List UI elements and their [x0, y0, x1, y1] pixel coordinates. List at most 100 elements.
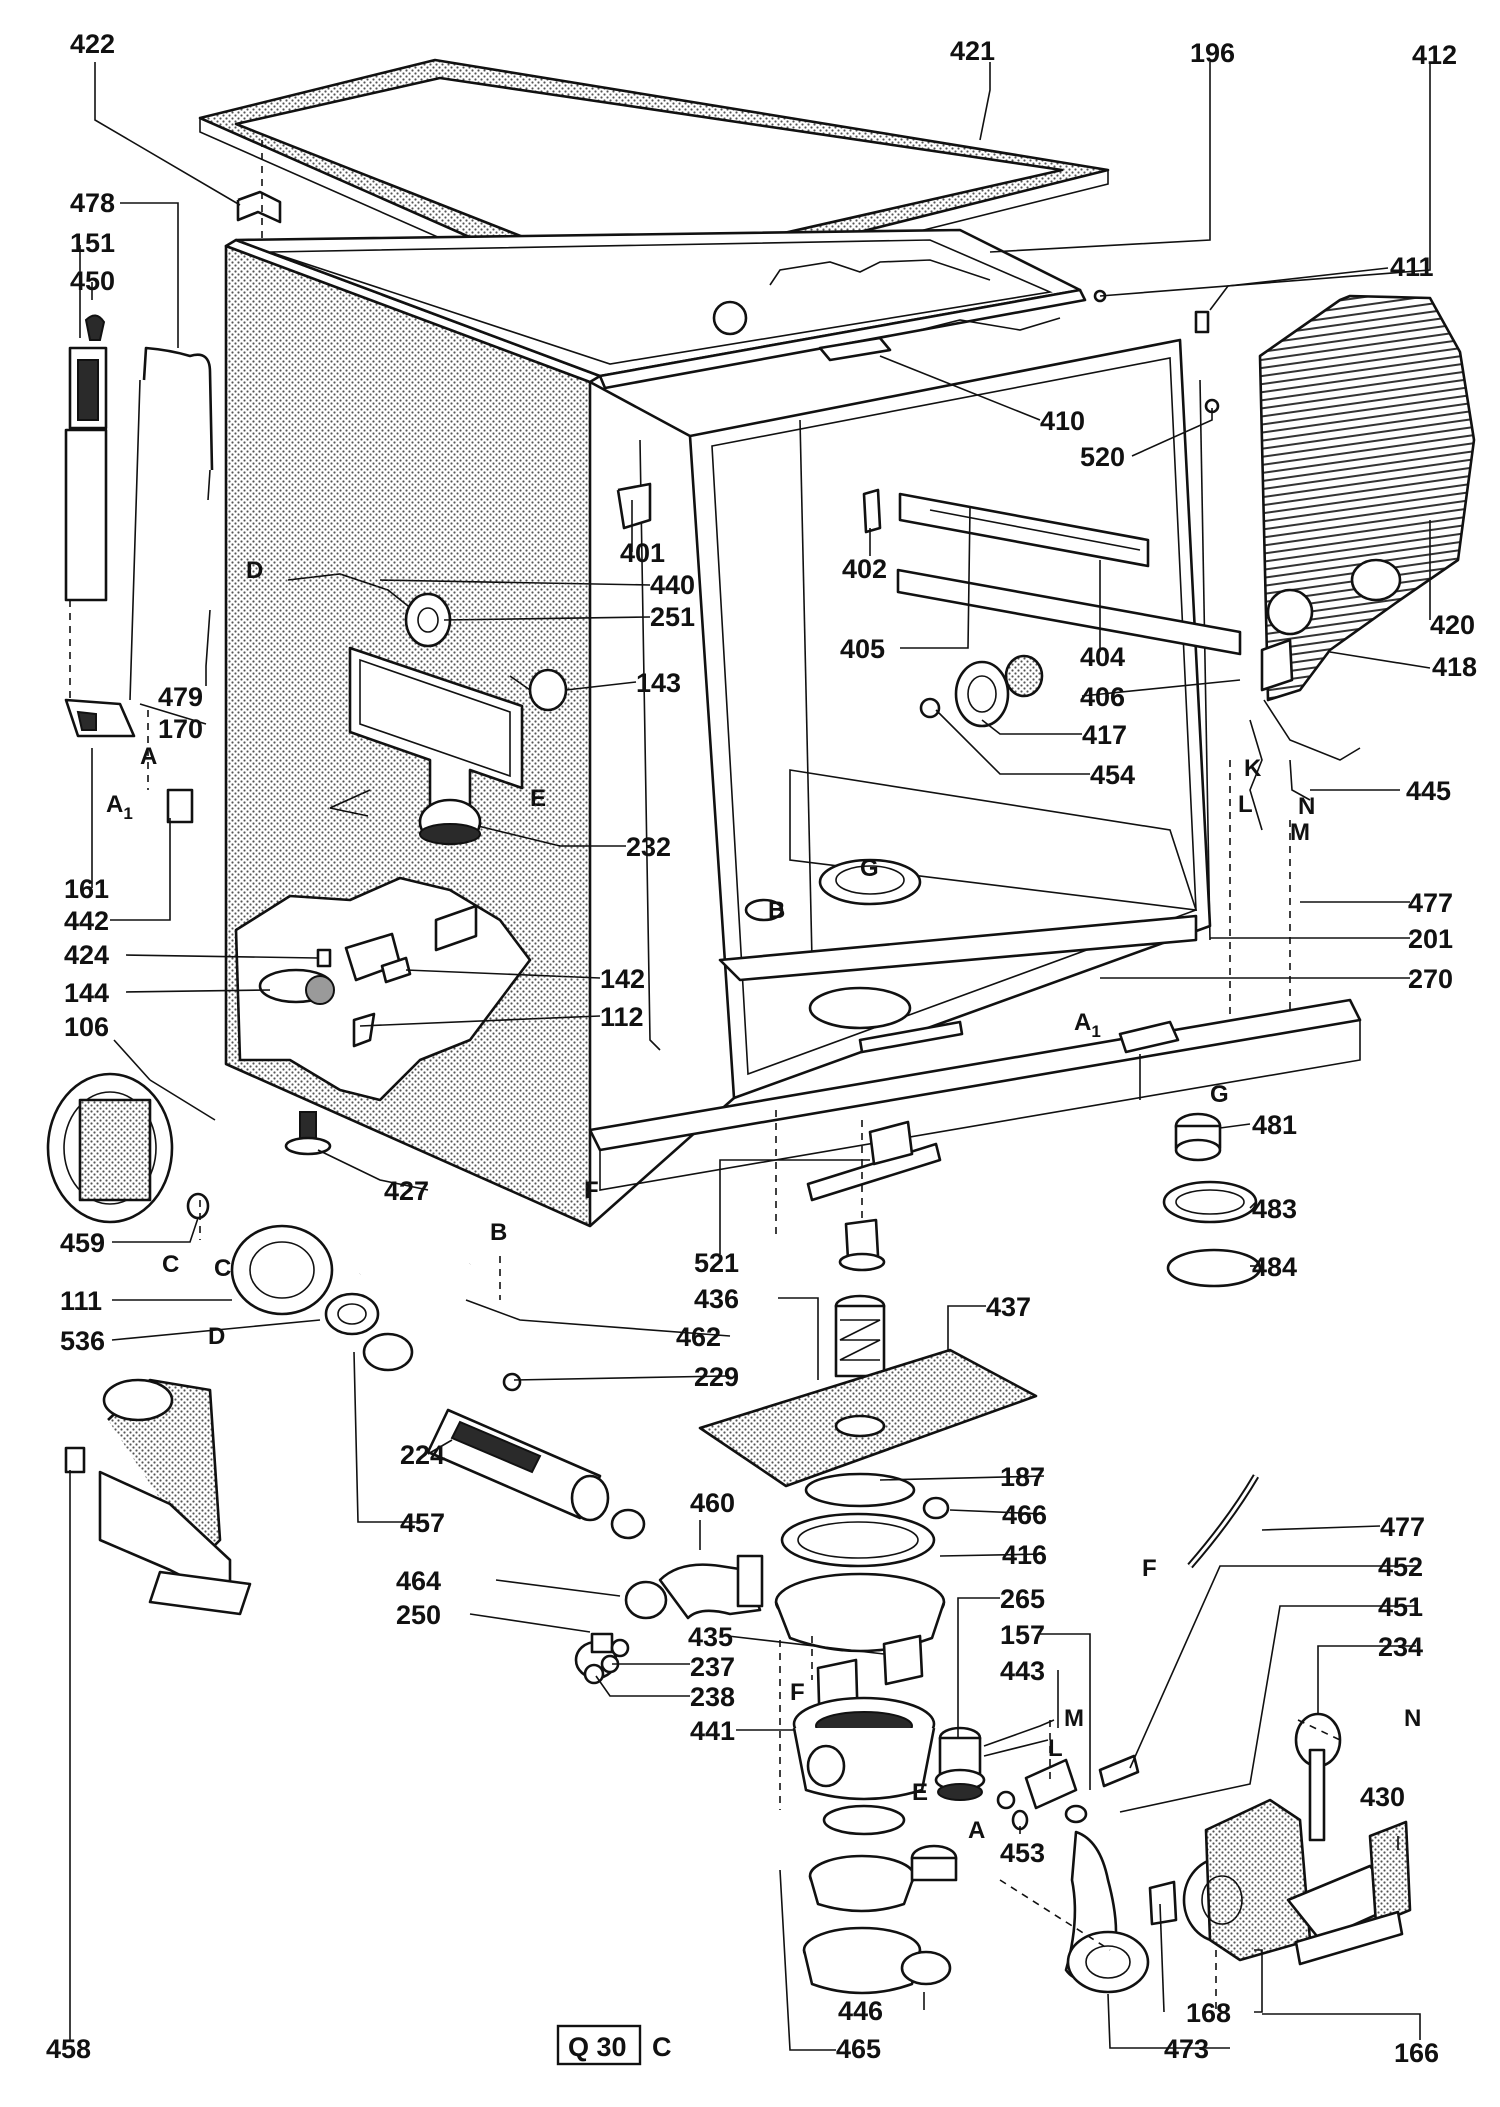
- cabinet-side-panel: [224, 238, 602, 1228]
- upper-rail: [862, 488, 1242, 656]
- letter-E-switch: E: [912, 1779, 928, 1806]
- callout-450: 450: [70, 266, 115, 296]
- callout-421: 421: [950, 36, 995, 66]
- callout-483: 483: [1252, 1194, 1297, 1224]
- callout-401: 401: [620, 538, 665, 568]
- connection-letters: D E A A1 B G K N M L C F A1 B C D G F M …: [106, 557, 1421, 1844]
- callout-402: 402: [842, 554, 887, 584]
- sump-rings: [774, 1472, 950, 1653]
- letter-L: L: [1238, 791, 1253, 818]
- callout-445: 445: [1406, 776, 1451, 806]
- callout-473: 473: [1164, 2034, 1209, 2064]
- callout-477a: 477: [1408, 888, 1453, 918]
- drain-pump: [1064, 1798, 1312, 1994]
- callout-436: 436: [694, 1284, 739, 1314]
- callout-441: 441: [690, 1716, 735, 1746]
- callout-462: 462: [676, 1322, 721, 1352]
- letter-L-switch: L: [1048, 1735, 1063, 1762]
- letter-F-sump: F: [790, 1679, 805, 1706]
- callout-446: 446: [838, 1996, 883, 2026]
- callout-459: 459: [60, 1228, 105, 1258]
- letter-C: C: [162, 1251, 179, 1278]
- catalogue-code: Q 30 C: [556, 2024, 672, 2066]
- callout-466: 466: [1002, 1500, 1047, 1530]
- callout-417: 417: [1082, 720, 1127, 750]
- callout-411: 411: [1390, 252, 1434, 282]
- callout-481: 481: [1252, 1110, 1297, 1140]
- callout-232: 232: [626, 832, 671, 862]
- callout-112: 112: [600, 1002, 644, 1032]
- letter-A-switch: A: [968, 1817, 985, 1844]
- letter-K: K: [1244, 755, 1262, 782]
- drain-parts: [802, 1844, 958, 1995]
- filter-disc-417: [919, 654, 1044, 728]
- callout-143: 143: [636, 668, 681, 698]
- callout-166: 166: [1394, 2038, 1439, 2068]
- letter-F: F: [584, 1177, 599, 1204]
- callout-454: 454: [1090, 760, 1135, 790]
- callout-250: 250: [396, 1600, 441, 1630]
- letter-F-hose: F: [1142, 1555, 1157, 1582]
- assembly-guide-lines: [69, 140, 1341, 2010]
- callout-416: 416: [1002, 1540, 1047, 1570]
- callout-435: 435: [688, 1622, 733, 1652]
- catalogue-code-label: Q 30: [568, 2032, 627, 2062]
- callout-440: 440: [650, 570, 695, 600]
- callout-265: 265: [1000, 1584, 1045, 1614]
- callout-536: 536: [60, 1326, 105, 1356]
- letter-A1: A1: [106, 791, 133, 823]
- heater-tube: [362, 1332, 646, 1540]
- letter-N-bracket: N: [1404, 1705, 1421, 1732]
- letter-D: D: [246, 557, 263, 584]
- sump-housing-441: [792, 1634, 936, 1836]
- bracket-521: [806, 1120, 942, 1202]
- callout-237: 237: [690, 1652, 735, 1682]
- callout-168: 168: [1186, 1998, 1231, 2028]
- callout-405: 405: [840, 634, 885, 664]
- callout-418: 418: [1432, 652, 1477, 682]
- leader-lines: [69, 62, 1431, 2051]
- callout-430: 430: [1360, 1782, 1405, 1812]
- circulation-pump: [46, 1072, 380, 1336]
- bracket-430: [1286, 1712, 1412, 1966]
- letter-E: E: [530, 785, 546, 812]
- seals-481-484: [1162, 1112, 1262, 1288]
- letter-G-seal: G: [1210, 1081, 1229, 1108]
- callout-229: 229: [694, 1362, 739, 1392]
- letter-C-pump: C: [214, 1255, 231, 1282]
- callout-520: 520: [1080, 442, 1125, 472]
- callout-196: 196: [1190, 38, 1235, 68]
- catalogue-code-suffix: C: [652, 2032, 672, 2062]
- callout-410: 410: [1040, 406, 1085, 436]
- letter-B: B: [768, 897, 785, 924]
- inlet-valve-assembly: [64, 314, 214, 824]
- callout-460: 460: [690, 1488, 735, 1518]
- parts-artwork: [46, 58, 1476, 2010]
- foot-427: [284, 1111, 332, 1156]
- callout-458: 458: [46, 2034, 91, 2064]
- callout-187: 187: [1000, 1462, 1045, 1492]
- letter-D-pump: D: [208, 1323, 225, 1350]
- rear-panel-420: [1249, 294, 1476, 831]
- callout-251: 251: [650, 602, 695, 632]
- letter-M-switch: M: [1064, 1705, 1084, 1732]
- callout-443: 443: [1000, 1656, 1045, 1686]
- base-components: [258, 904, 478, 1048]
- callout-144: 144: [64, 978, 109, 1008]
- callout-464: 464: [396, 1566, 441, 1596]
- callout-478: 478: [70, 188, 115, 218]
- lid-bracket-422: [236, 190, 282, 224]
- callout-452: 452: [1378, 1552, 1423, 1582]
- callout-157: 157: [1000, 1620, 1045, 1650]
- callout-465: 465: [836, 2034, 881, 2064]
- callout-106: 106: [64, 1012, 109, 1042]
- bracket-401: [616, 482, 652, 530]
- callout-142: 142: [600, 964, 645, 994]
- callout-477b: 477: [1380, 1512, 1425, 1542]
- callout-422: 422: [70, 29, 115, 59]
- letter-A1-right: A1: [1074, 1009, 1101, 1041]
- letter-G: G: [860, 855, 879, 882]
- callout-427: 427: [384, 1176, 429, 1206]
- callout-484: 484: [1252, 1252, 1297, 1282]
